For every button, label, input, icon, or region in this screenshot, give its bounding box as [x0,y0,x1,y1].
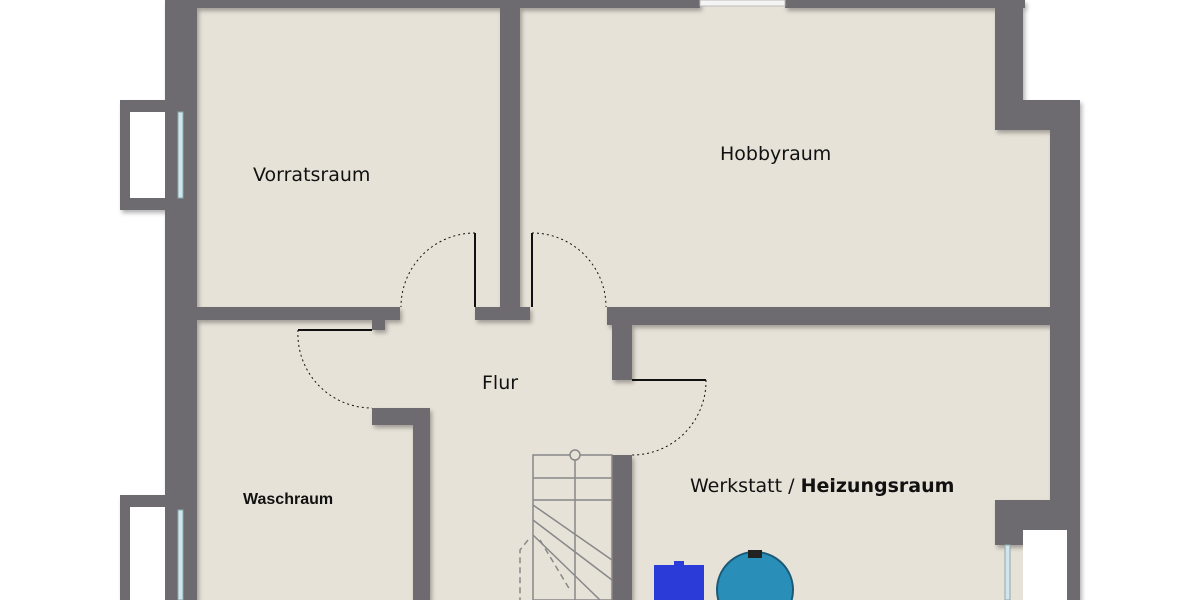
floor-area-right [1020,0,1060,100]
room-label-flur: Flur [482,372,519,394]
room-label-vorratsraum: Vorratsraum [253,164,371,186]
walls [120,0,1080,600]
window-left-bottom [130,507,184,600]
staircase [519,449,613,600]
room-label-heizungsraum: Heizungsraum [800,475,955,497]
window-left-top [130,111,184,199]
room-label-hobbyraum: Hobbyraum [720,143,832,165]
oil-tank [654,565,704,600]
room-label-werkstatt: Werkstatt / Heizungsraum [690,475,954,497]
window-right [1004,530,1067,600]
room-label-waschraum: Waschraum [243,491,334,508]
doors [297,232,707,456]
window-top [699,0,786,7]
room-label-werkstatt-part1: Werkstatt / [690,475,795,497]
